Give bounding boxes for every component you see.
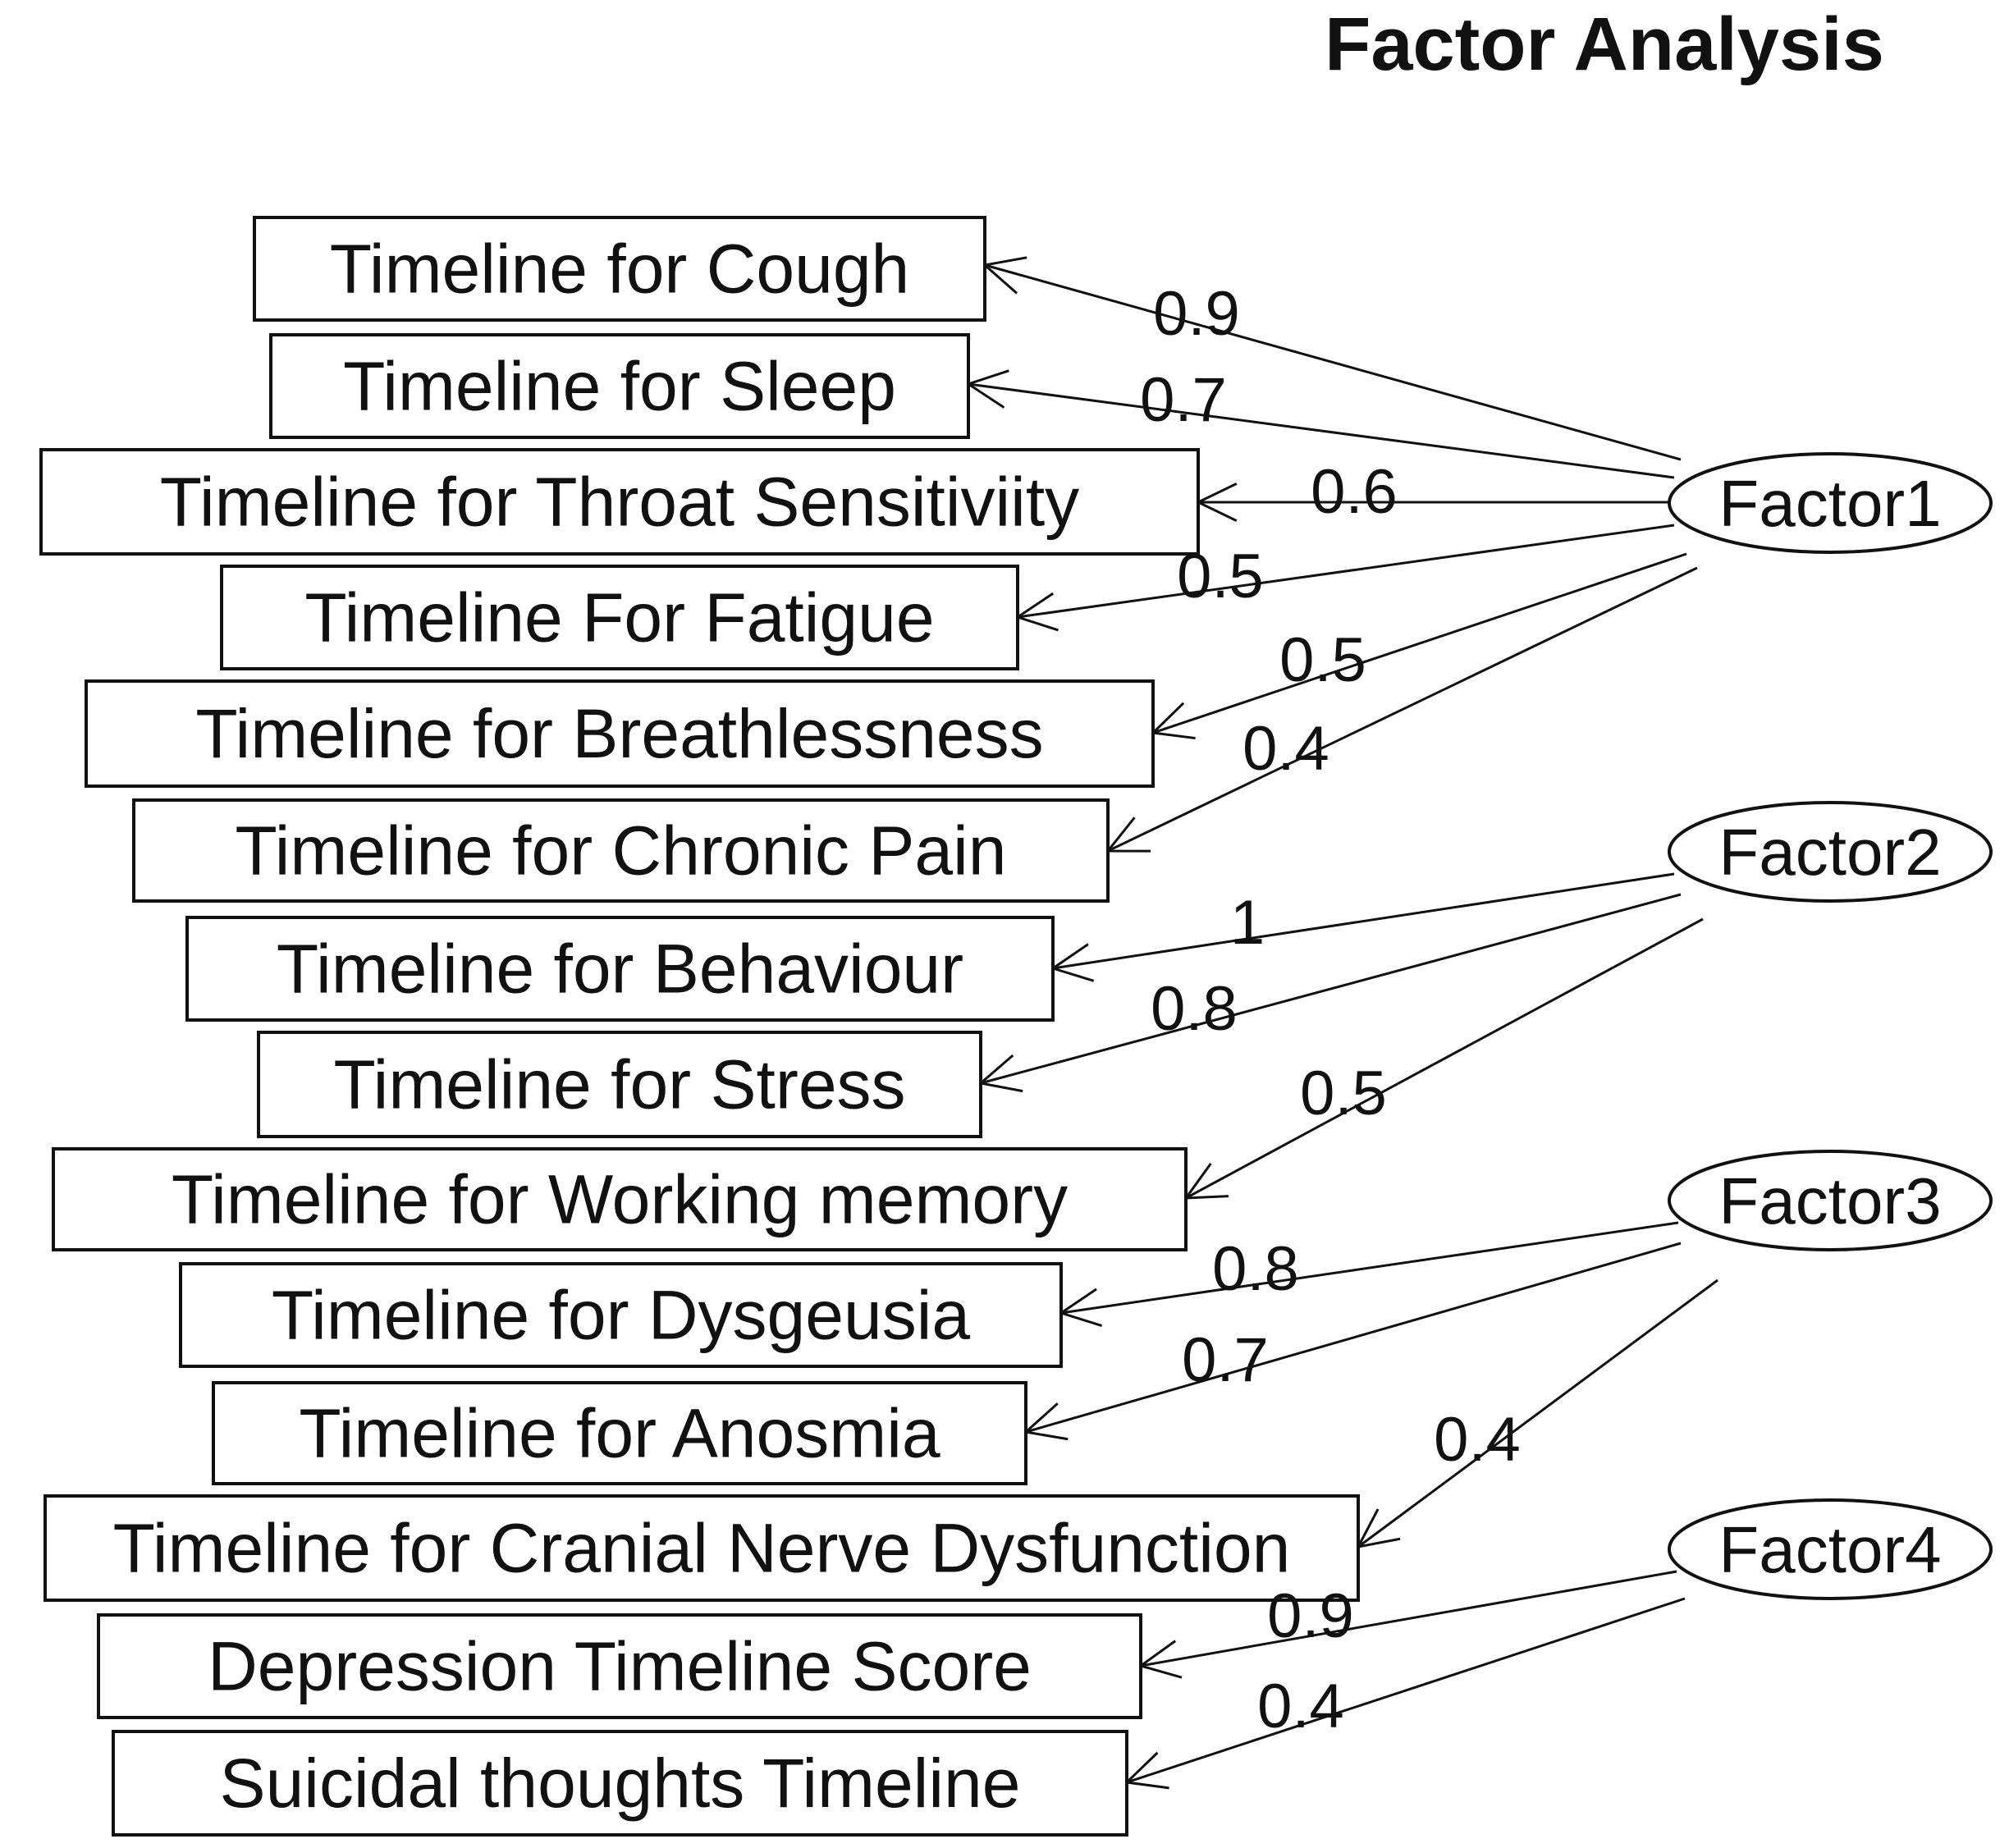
variable-node: Suicidal thoughts Timeline [112,1730,1128,1837]
variable-node: Timeline for Throat Sensitiviity [39,448,1200,556]
loading-arrow [1023,1242,1682,1441]
loading-value: 0.5 [1300,1059,1387,1128]
arrow-line [1052,872,1675,970]
variable-box [132,798,1110,903]
variable-box [269,333,970,439]
variable-box [253,216,986,322]
arrow-line [980,893,1682,1085]
loading-arrow [1183,917,1704,1200]
arrow-line [1107,566,1698,853]
arrow-line [1060,1221,1679,1315]
variable-node: Timeline for Stress [257,1031,982,1138]
loading-arrows [965,256,1718,1790]
variable-box [179,1262,1063,1368]
diagram-title: Factor Analysis [1325,2,1884,86]
arrow-line [1017,524,1675,619]
variable-box [185,916,1055,1022]
variable-label: Timeline for Behaviour [277,931,963,1008]
variable-label: Timeline for Dysgeusia [272,1277,970,1354]
loading-arrow [1050,872,1675,982]
variable-label: Timeline For Fatigue [304,579,934,656]
loading-value: 0.9 [1267,1581,1354,1651]
variable-label: Timeline for Sleep [343,348,896,425]
loading-arrow [1123,1597,1686,1790]
variable-node: Timeline For Fatigue [220,565,1019,670]
factor-label: Factor4 [1718,1513,1941,1586]
loading-value: 1 [1230,888,1265,958]
variable-box [85,679,1155,788]
variable-label: Timeline for Chronic Pain [236,812,1007,890]
variable-node: Timeline for Anosmia [212,1381,1027,1485]
variable-box [220,565,1019,670]
loading-value: 0.4 [1434,1405,1521,1475]
variable-node: Depression Timeline Score [97,1613,1142,1719]
variable-label: Timeline for Breathlessness [195,695,1043,772]
factor-ellipse [1668,801,1993,903]
factor-label: Factor3 [1718,1164,1941,1237]
factor-label: Factor2 [1718,816,1941,889]
loading-value: 0.6 [1311,457,1398,527]
loading-value: 0.4 [1242,714,1329,784]
variable-label: Timeline for Cough [330,231,910,308]
variable-node: Timeline for Dysgeusia [179,1262,1063,1368]
variable-label: Timeline for Stress [333,1046,905,1123]
arrow-line [1126,1597,1686,1784]
arrow-line [1025,1242,1682,1434]
arrow-line [1357,1279,1718,1548]
loading-arrow [1195,483,1670,522]
loading-value: 0.8 [1212,1234,1299,1304]
factor-label: Factor1 [1718,467,1941,540]
factor-ellipse [1668,1150,1993,1251]
arrow-line [1140,1570,1677,1667]
loading-value: 0.5 [1279,625,1366,695]
loading-value: 0.7 [1182,1325,1269,1395]
variable-node: Timeline for Cough [253,216,986,322]
factor-ellipse [1668,452,1993,554]
loading-value: 0.9 [1153,279,1240,349]
arrow-line [984,263,1682,461]
loading-labels: 0.90.70.60.50.50.410.80.50.80.70.40.90.4 [1140,279,1521,1741]
variable-box [52,1147,1188,1251]
loading-arrow [982,256,1682,461]
variable-label: Timeline for Anosmia [299,1395,940,1472]
factor-ellipse [1668,1498,1993,1600]
factor-node: Factor3 [1668,1150,1993,1251]
variable-box [43,1494,1360,1602]
factor-node: Factor4 [1668,1498,1993,1600]
arrow-line [968,382,1675,479]
variable-label: Timeline for Cranial Nerve Dysfunction [113,1510,1291,1587]
arrowhead [1183,1162,1229,1200]
variable-node: Timeline for Working memory [52,1147,1188,1251]
arrow-line [1185,917,1704,1200]
loading-value: 0.7 [1140,365,1227,435]
variable-label: Suicidal thoughts Timeline [220,1745,1021,1822]
variable-box [39,448,1200,556]
variable-node: Timeline for Breathlessness [85,679,1155,788]
loading-value: 0.4 [1257,1672,1344,1741]
factor-node: Factor2 [1668,801,1993,903]
loading-value: 0.8 [1151,974,1238,1044]
variable-label: Timeline for Working memory [172,1161,1068,1238]
variable-node: Timeline for Behaviour [185,916,1055,1022]
variable-box [112,1730,1128,1837]
variable-box [97,1613,1142,1719]
loading-value: 0.5 [1177,542,1264,611]
variable-node: Timeline for Chronic Pain [132,798,1110,903]
variable-node: Timeline for Sleep [269,333,970,439]
variable-label: Timeline for Throat Sensitiviity [160,464,1079,541]
factor-node: Factor1 [1668,452,1993,554]
variable-box [212,1381,1027,1485]
arrow-line [1152,552,1687,734]
variable-node: Timeline for Cranial Nerve Dysfunction [43,1494,1360,1602]
variable-box [257,1031,982,1138]
variable-label: Depression Timeline Score [208,1628,1032,1705]
